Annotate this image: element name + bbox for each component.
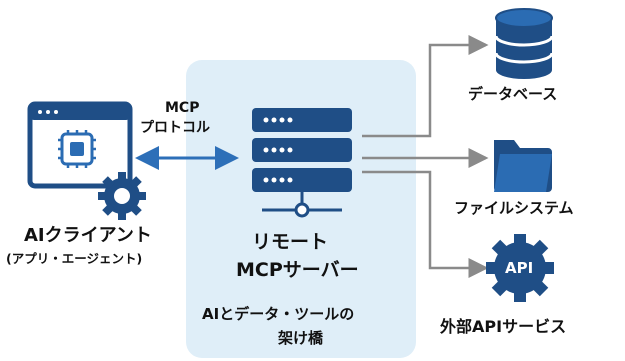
resource-arrows	[362, 35, 489, 278]
client-subtitle: (アプリ・エージェント)	[6, 251, 143, 266]
protocol-label-line2: プロトコル	[140, 120, 210, 136]
server-icon	[252, 108, 352, 218]
filesystem-label: ファイルシステム	[454, 199, 574, 217]
server-title-line2: MCPサーバー	[236, 259, 359, 281]
protocol-label-line1: MCP	[165, 100, 200, 116]
server-caption-line2: 架け橋	[278, 329, 324, 347]
database-icon	[494, 8, 554, 79]
client-window-icon	[27, 101, 133, 189]
server-caption-line1: AIとデータ・ツールの	[202, 305, 355, 323]
chip-icon	[58, 130, 96, 168]
folder-icon	[494, 140, 552, 192]
api-badge-label: API	[505, 259, 534, 277]
server-title-line1: リモート	[252, 231, 329, 253]
gear-icon	[98, 172, 146, 220]
api-service-label: 外部APIサービス	[440, 317, 567, 336]
database-label: データベース	[468, 85, 558, 103]
client-title: AIクライアント	[24, 225, 152, 246]
